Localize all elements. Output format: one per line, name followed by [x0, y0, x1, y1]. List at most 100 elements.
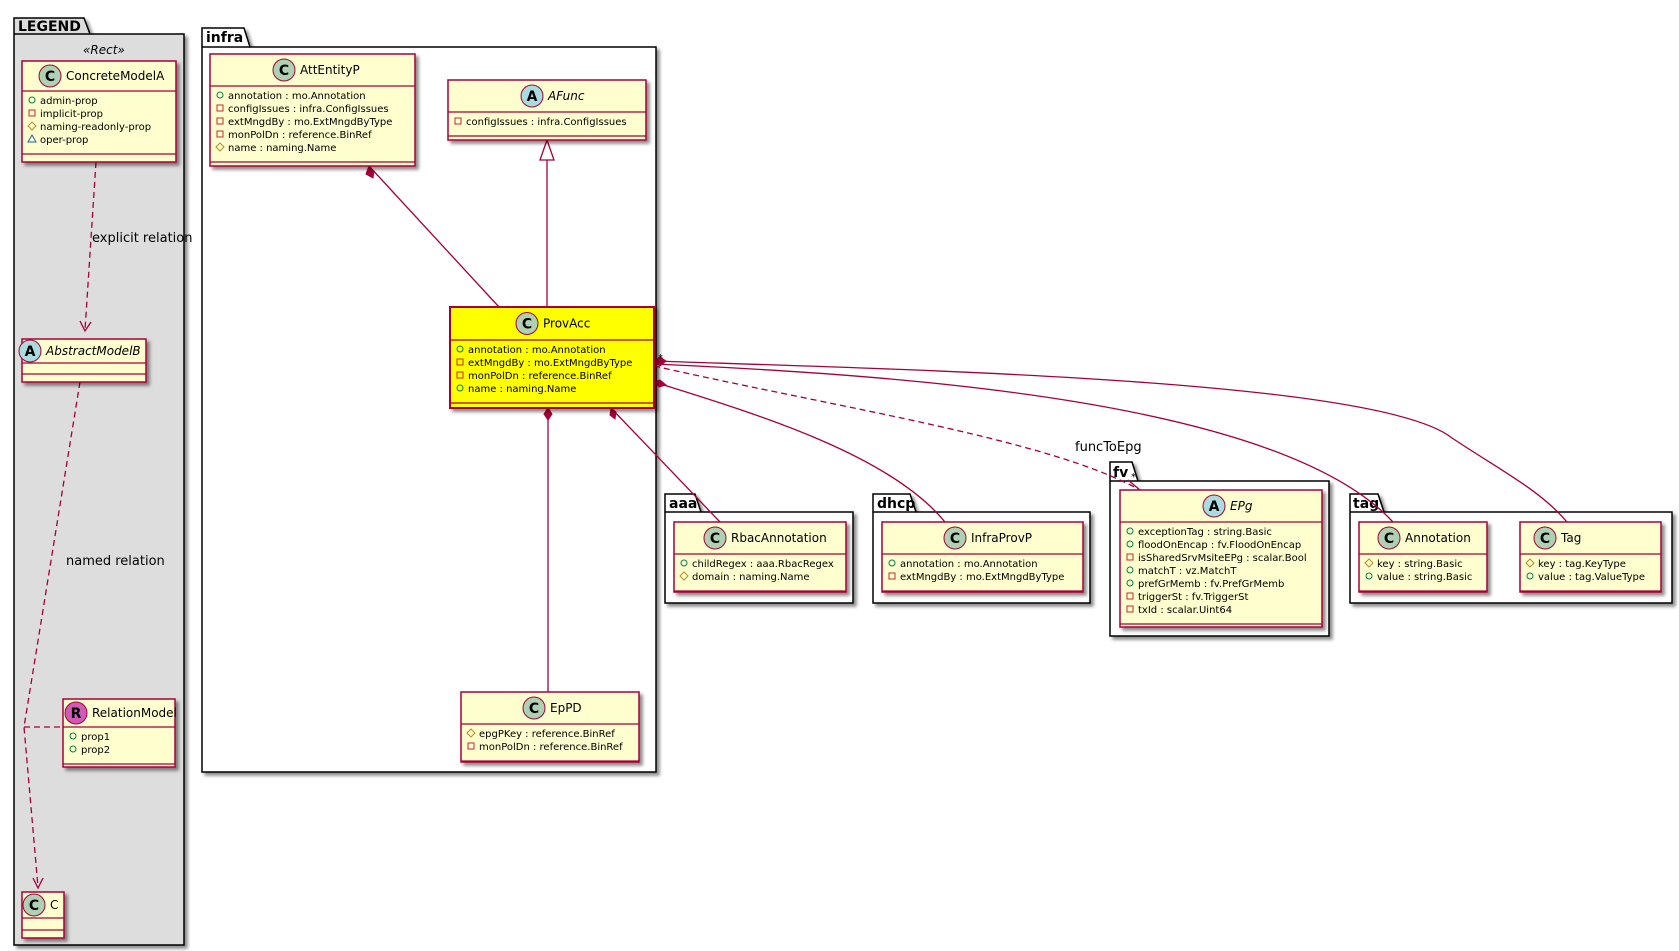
class-annotation-attribute: key : string.Basic	[1377, 559, 1463, 570]
class-provacc-frame	[449, 306, 655, 409]
provacc-annotation-composition	[653, 363, 1394, 523]
public-icon	[1126, 527, 1134, 535]
public-icon	[69, 732, 77, 740]
private-icon	[216, 117, 224, 125]
private-icon	[467, 742, 475, 750]
public-icon	[1126, 566, 1134, 574]
class-kind-letter: C	[279, 63, 289, 79]
class-afunc-attribute: configIssues : infra.ConfigIssues	[466, 117, 627, 128]
legend-concrete-model-attribute: oper-prop	[40, 135, 88, 146]
legend-explicit-relation-line	[84, 161, 97, 331]
class-icon	[272, 58, 296, 82]
class-tag-title: Tag	[1560, 531, 1581, 545]
class-provacc-attribute: annotation : mo.Annotation	[468, 345, 606, 356]
class-kind-letter: A	[1209, 499, 1220, 515]
class-rbacannotation-attribute: domain : naming.Name	[692, 572, 810, 583]
private-icon	[888, 572, 896, 580]
private-icon	[216, 130, 224, 138]
class-annotation[interactable]: C Annotation key : string.Basic value : str…	[1358, 521, 1488, 593]
class-eppd-title: EpPD	[550, 701, 582, 715]
class-tag-attribute: value : tag.ValueType	[1538, 572, 1645, 583]
class-epg-attribute: triggerSt : fv.TriggerSt	[1138, 592, 1248, 603]
class-icon	[1533, 526, 1557, 550]
class-attentityp[interactable]: C AttEntityP annotation : mo.Annotation con…	[209, 53, 416, 167]
protected-icon	[679, 571, 689, 581]
class-attentityp-attribute: annotation : mo.Annotation	[228, 91, 366, 102]
protected-icon	[27, 121, 37, 131]
abstract-class-icon	[18, 339, 42, 363]
class-afunc-frame	[447, 79, 647, 141]
public-icon	[28, 96, 36, 104]
generalization-triangle	[539, 138, 555, 161]
class-rbacannotation-title: RbacAnnotation	[731, 531, 827, 545]
class-annotation-attribute: value : string.Basic	[1377, 572, 1472, 583]
class-epg-attribute: matchT : vz.MatchT	[1138, 566, 1237, 577]
class-epg-attribute: txId : scalar.Uint64	[1138, 605, 1232, 616]
class-annotation-title: Annotation	[1405, 531, 1471, 545]
private-icon	[28, 109, 36, 117]
package-infra-title: infra	[206, 30, 243, 46]
private-icon	[1126, 553, 1134, 561]
package-icon	[27, 133, 37, 143]
class-provacc-title: ProvAcc	[543, 317, 590, 331]
diamond-provacc-rbac	[609, 407, 617, 420]
package-tag-title: tag	[1353, 496, 1379, 512]
legend-named-label: named relation	[66, 554, 165, 569]
class-attentityp-attribute: configIssues : infra.ConfigIssues	[228, 104, 389, 115]
public-icon	[1365, 572, 1373, 580]
class-icon	[1377, 526, 1401, 550]
attentityp-provacc-composition	[368, 165, 500, 308]
class-infraprovp-attribute: annotation : mo.Annotation	[900, 559, 1038, 570]
class-attentityp-attribute: monPolDn : reference.BinRef	[228, 130, 372, 141]
provacc-rbacannotation-composition	[610, 407, 721, 523]
abstract-class-icon	[1202, 494, 1226, 518]
private-icon	[456, 358, 464, 366]
composition-diamonds	[365, 165, 668, 421]
class-icon	[522, 696, 546, 720]
diamond-provacc-eppd	[543, 407, 553, 421]
provacc-infraprovp-composition	[653, 381, 946, 523]
class-icon	[703, 526, 727, 550]
legend-explicit-arrowhead	[79, 320, 92, 333]
legend-abstract-model-frame	[21, 338, 147, 383]
protected-icon	[1525, 558, 1535, 568]
legend-c-title: C	[50, 898, 58, 912]
diamond-attentityp	[365, 165, 375, 179]
class-rbacannotation-attribute: childRegex : aaa.RbacRegex	[692, 559, 834, 570]
class-attentityp-title: AttEntityP	[300, 63, 360, 77]
public-icon	[1526, 572, 1534, 580]
public-icon	[456, 345, 464, 353]
legend-concrete-model-attribute: admin-prop	[40, 96, 98, 107]
public-icon	[216, 91, 224, 99]
legend-abstract-model-title: AbstractModelB	[45, 344, 141, 358]
relations	[23, 160, 1568, 890]
package-dhcp-title: dhcp	[877, 496, 915, 512]
package-aaa-title: aaa	[669, 496, 697, 512]
class-provacc-attribute: monPolDn : reference.BinRef	[468, 371, 612, 382]
functoepg-label: funcToEpg	[1075, 440, 1142, 455]
legend-named-arrowhead	[32, 877, 44, 890]
legend-concrete-model-attribute: naming-readonly-prop	[40, 122, 151, 133]
class-kind-letter: C	[1384, 531, 1394, 547]
class-attentityp-frame	[209, 53, 416, 167]
class-kind-letter: C	[29, 898, 39, 914]
protected-icon	[215, 142, 225, 152]
legend-explicit-label: explicit relation	[92, 231, 192, 246]
private-icon	[1126, 605, 1134, 613]
class-kind-letter: C	[529, 701, 539, 717]
diamond-provacc-annotation	[653, 356, 667, 367]
class-afunc-title: AFunc	[547, 89, 585, 103]
